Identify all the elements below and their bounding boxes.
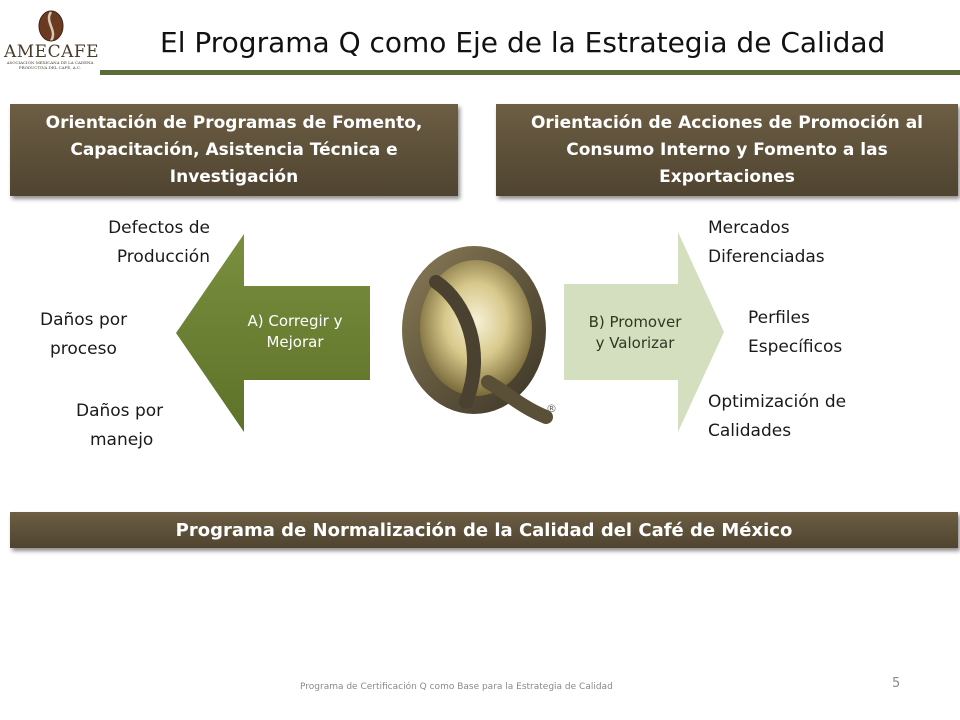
banner-line: Investigación: [169, 166, 299, 187]
logo-text: AMECAFE: [4, 42, 100, 62]
arrow-right-shape: [564, 232, 724, 432]
banner-promocion: Orientación de Acciones de Promoción al …: [496, 104, 958, 196]
banner-line: Orientación de Programas de Fomento,: [45, 112, 423, 133]
left-item-defectos: Defectos de Producción: [90, 214, 210, 272]
arrow-right-label: B) Promover y Valorizar: [560, 312, 710, 354]
banner-fomento: Orientación de Programas de Fomento, Cap…: [10, 104, 458, 196]
right-item-line: Mercados: [708, 218, 790, 238]
arrow-left-shape: [176, 234, 370, 432]
page-number: 5: [892, 676, 901, 691]
left-item-line: manejo: [90, 430, 154, 450]
banner-line: Programa de Normalización de la Calidad …: [175, 519, 793, 541]
banner-line: Exportaciones: [659, 166, 795, 187]
page-title: El Programa Q como Eje de la Estrategia …: [160, 26, 886, 59]
right-item-line: Optimización de: [708, 392, 847, 412]
left-item-manejo: Daños por manejo: [76, 397, 186, 455]
right-item-line: Calidades: [708, 421, 792, 441]
arrow-label-line: A) Corregir y: [247, 312, 343, 330]
right-item-mercados: Mercados Diferenciadas: [708, 214, 908, 272]
left-item-line: Producción: [116, 247, 210, 267]
q-logo: ®: [402, 246, 557, 424]
amecafe-logo: [38, 10, 64, 42]
arrow-label-line: Mejorar: [266, 333, 324, 351]
right-item-line: Específicos: [748, 337, 843, 357]
banner-normalizacion: Programa de Normalización de la Calidad …: [10, 512, 958, 548]
arrow-label-line: B) Promover: [588, 313, 682, 331]
left-item-line: Defectos de: [108, 218, 210, 238]
arrow-label-line: y Valorizar: [595, 334, 675, 352]
banner-line: Capacitación, Asistencia Técnica e: [70, 139, 398, 160]
header-rule: [100, 70, 960, 75]
right-item-perfiles: Perfiles Específicos: [748, 304, 948, 362]
banner-line: Consumo Interno y Fomento a las: [566, 139, 888, 160]
footer-text: Programa de Certificación Q como Base pa…: [300, 682, 613, 692]
registered-mark: ®: [546, 402, 557, 415]
left-item-line: Daños por: [76, 401, 164, 421]
logo-subtext: ASOCIACIÓN MEXICANA DE LA CADENA PRODUCT…: [6, 60, 94, 70]
right-item-line: Perfiles: [748, 308, 810, 328]
left-item-proceso: Daños por proceso: [40, 306, 150, 364]
right-item-line: Diferenciadas: [708, 247, 825, 267]
arrow-left-label: A) Corregir y Mejorar: [220, 311, 370, 353]
left-item-line: Daños por: [40, 310, 128, 330]
banner-line: Orientación de Acciones de Promoción al: [530, 112, 924, 133]
left-item-line: proceso: [50, 339, 117, 359]
right-item-optimizacion: Optimización de Calidades: [708, 388, 908, 446]
